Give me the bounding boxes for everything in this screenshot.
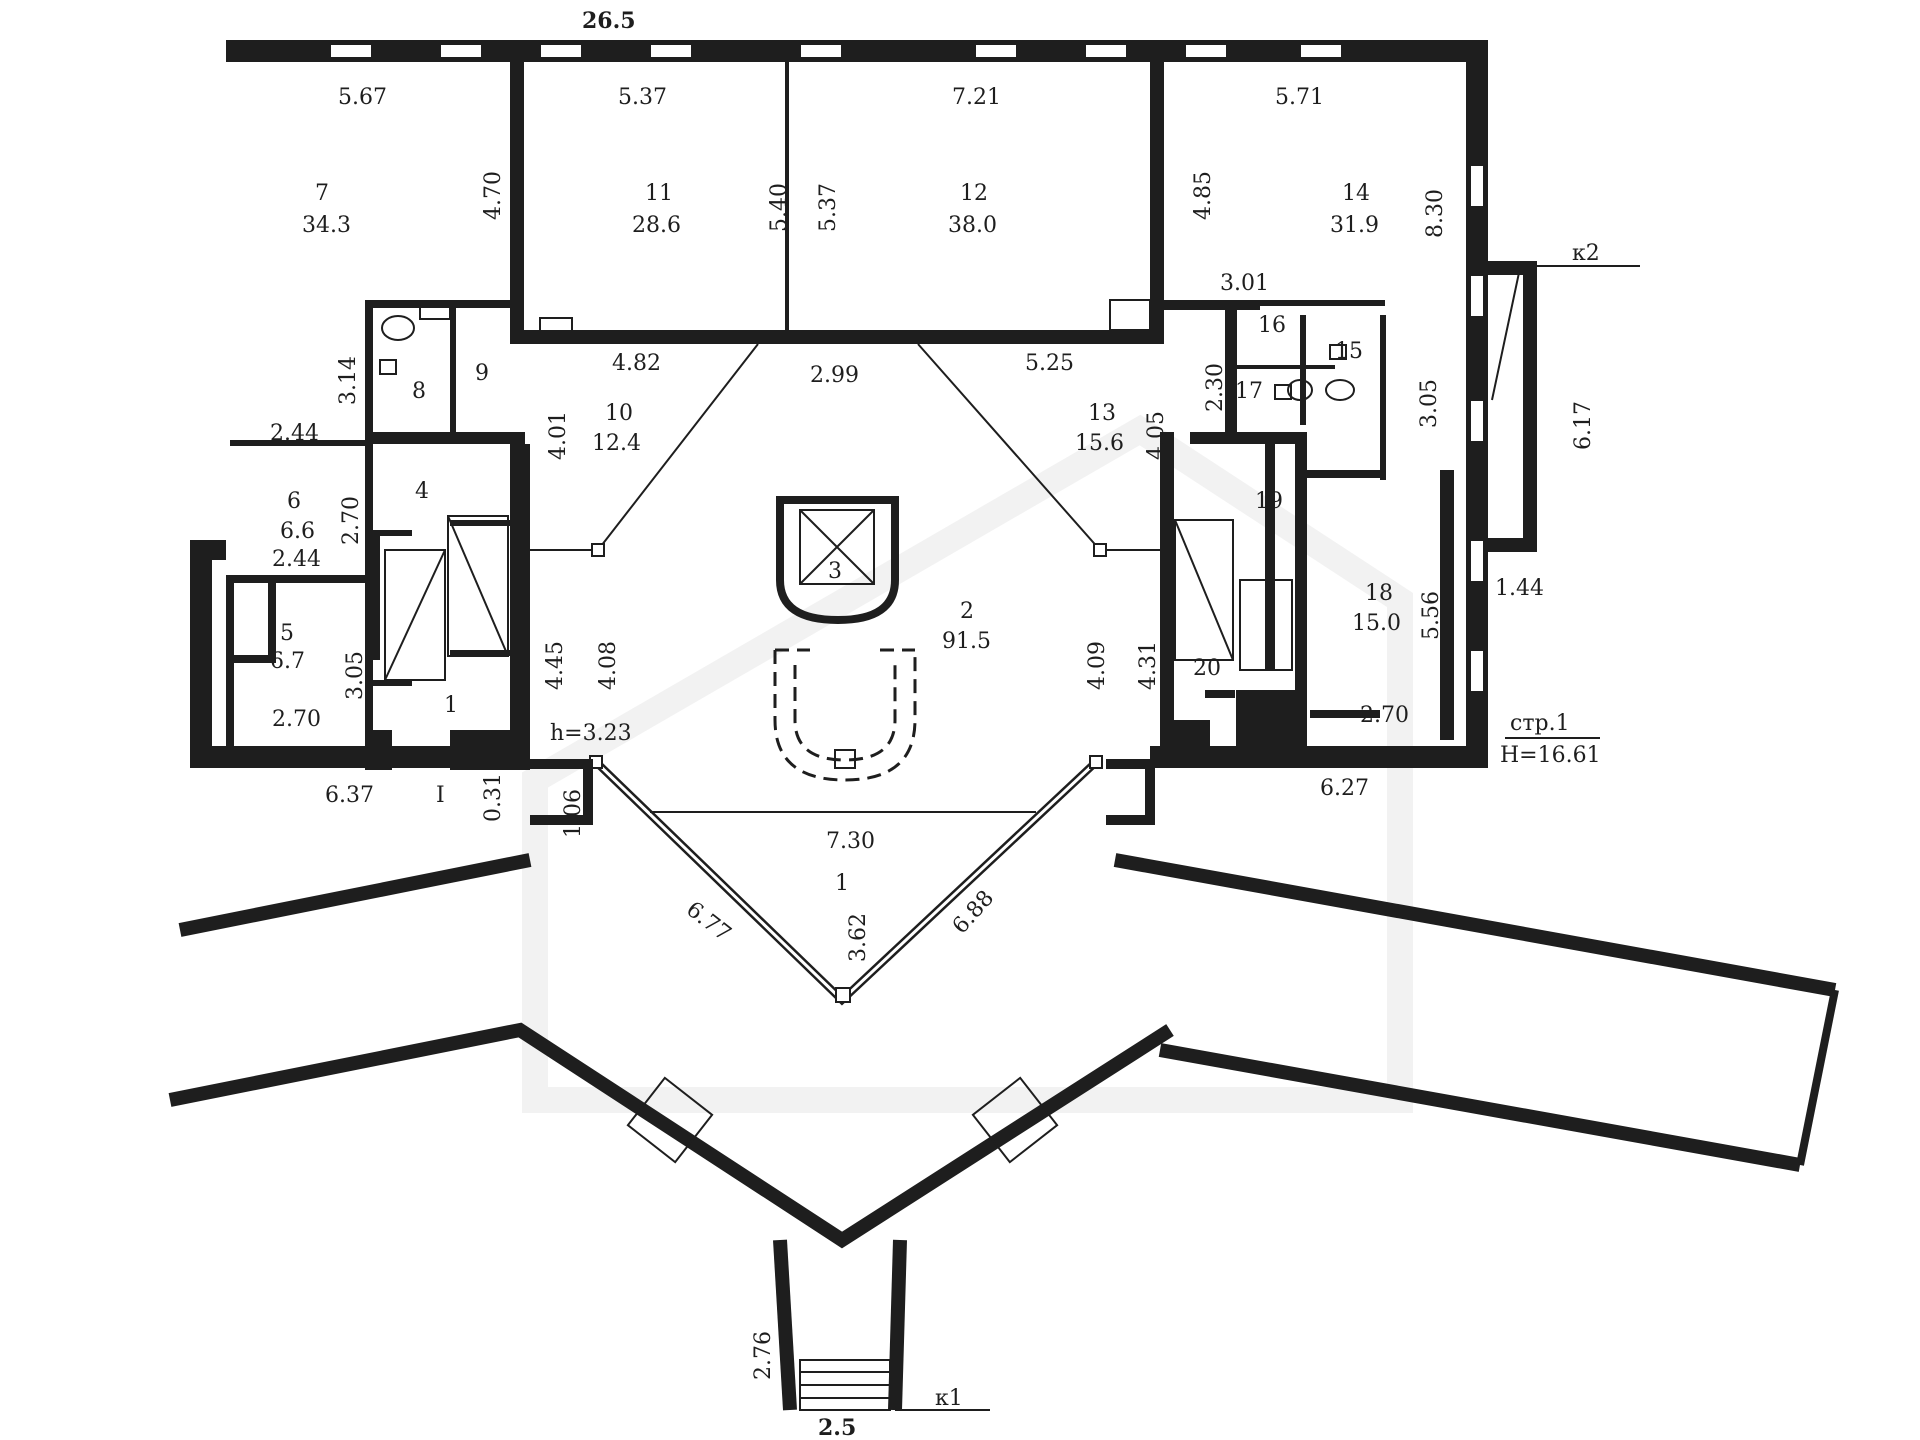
- room-1-west-number: 1: [444, 693, 458, 718]
- dim-5-56: 5.56: [1419, 591, 1444, 640]
- central-hall: [524, 343, 1160, 1006]
- dim-5-25: 5.25: [1025, 351, 1074, 376]
- dim-5-37-top: 5.37: [618, 85, 667, 110]
- dim-8-30: 8.30: [1423, 189, 1448, 238]
- ceiling-height: h=3.23: [550, 721, 632, 746]
- room-13-area: 15.6: [1075, 431, 1124, 456]
- top-windows: [329, 43, 1485, 693]
- room-2-number: 2: [960, 599, 974, 624]
- dim-5-40: 5.40: [767, 183, 792, 232]
- room-13-number: 13: [1088, 401, 1116, 426]
- dim-5-71: 5.71: [1275, 85, 1324, 110]
- entrance-depth: 2.76: [751, 1331, 776, 1380]
- apse: [773, 496, 917, 782]
- page-label: стр.1: [1510, 711, 1570, 736]
- dim-5-67: 5.67: [338, 85, 387, 110]
- dim-6-17: 6.17: [1571, 401, 1596, 450]
- entrance-marker-k1: к1: [935, 1386, 963, 1411]
- dim-3-05-west: 3.05: [343, 651, 368, 700]
- room-18-number: 18: [1365, 581, 1393, 606]
- room-3-number: 3: [828, 559, 842, 584]
- dim-3-05-east: 3.05: [1417, 379, 1442, 428]
- stairs-west: [384, 515, 509, 681]
- dim-0-31: 0.31: [481, 773, 506, 822]
- dim-4-01: 4.01: [546, 411, 571, 460]
- room-5-area: 6.7: [270, 649, 305, 674]
- room-11-number: 11: [645, 181, 673, 206]
- room-7-area: 34.3: [302, 213, 351, 238]
- dim-2-44-top: 2.44: [270, 421, 319, 446]
- room-15-number: 15: [1335, 339, 1363, 364]
- room-10-area: 12.4: [592, 431, 641, 456]
- room-12-area: 38.0: [948, 213, 997, 238]
- dim-1-06: 1.06: [561, 789, 586, 838]
- dim-4-31: 4.31: [1136, 641, 1161, 690]
- room-12-number: 12: [960, 181, 988, 206]
- room-16-number: 16: [1258, 313, 1286, 338]
- dim-3-01: 3.01: [1220, 271, 1269, 296]
- dim-4-82: 4.82: [612, 351, 661, 376]
- room-18-area: 15.0: [1352, 611, 1401, 636]
- stairs-east: [1174, 519, 1293, 671]
- dim-2-70-room5: 2.70: [272, 707, 321, 732]
- room-10-number: 10: [605, 401, 633, 426]
- interior-walls: [226, 62, 1454, 770]
- exterior-wings: [168, 853, 1839, 1411]
- labels-overall: 26.5 2.5 2.76: [582, 8, 856, 1440]
- dim-4-70: 4.70: [481, 171, 506, 220]
- room-2-area: 91.5: [942, 629, 991, 654]
- room-5-number: 5: [280, 621, 294, 646]
- dim-5-37-side: 5.37: [816, 183, 841, 232]
- room-20-number: 20: [1193, 656, 1221, 681]
- dim-7-30: 7.30: [826, 829, 875, 854]
- room-17-number: 17: [1235, 379, 1263, 404]
- entrance-marker-roman: I: [436, 783, 445, 808]
- dim-4-08: 4.08: [596, 641, 621, 690]
- overall-width: 26.5: [582, 8, 636, 34]
- dim-3-62: 3.62: [846, 913, 871, 962]
- dim-4-05: 4.05: [1144, 411, 1169, 460]
- dim-2-99: 2.99: [810, 363, 859, 388]
- entrance-marker-k2: к2: [1572, 241, 1600, 266]
- room-1-porch-number: 1: [835, 871, 849, 896]
- room-14-number: 14: [1342, 181, 1370, 206]
- dim-4-09: 4.09: [1085, 641, 1110, 690]
- dim-2-30: 2.30: [1203, 363, 1228, 412]
- fixtures: [379, 299, 1355, 401]
- room-7-number: 7: [315, 181, 329, 206]
- stairs-k2: [1488, 261, 1537, 552]
- dim-2-70-room18: 2.70: [1360, 703, 1409, 728]
- room-labels: 7 34.3 11 28.6 12 38.0 14 31.9 10 12.4 1…: [270, 181, 1401, 896]
- dim-6-37: 6.37: [325, 783, 374, 808]
- room-19-number: 19: [1255, 489, 1283, 514]
- dim-7-21: 7.21: [952, 85, 1001, 110]
- dim-4-45: 4.45: [543, 641, 568, 690]
- room-6-area: 6.6: [280, 519, 315, 544]
- dim-2-44-mid: 2.44: [272, 547, 321, 572]
- level-info: стр.1 H=16.61 h=3.23 к2 к1 I: [436, 241, 1640, 1411]
- room-6-number: 6: [287, 489, 301, 514]
- dim-3-14: 3.14: [336, 356, 361, 405]
- dim-2-70-room4: 2.70: [339, 496, 364, 545]
- room-8-number: 8: [412, 379, 426, 404]
- entrance-width: 2.5: [818, 1415, 856, 1440]
- dim-1-44: 1.44: [1495, 576, 1544, 601]
- room-9-number: 9: [475, 361, 489, 386]
- dim-6-77: 6.77: [681, 897, 735, 947]
- height-mark: H=16.61: [1500, 743, 1601, 768]
- room-11-area: 28.6: [632, 213, 681, 238]
- dim-6-27: 6.27: [1320, 776, 1369, 801]
- room-4-number: 4: [415, 479, 429, 504]
- room-14-area: 31.9: [1330, 213, 1379, 238]
- dim-4-85: 4.85: [1191, 171, 1216, 220]
